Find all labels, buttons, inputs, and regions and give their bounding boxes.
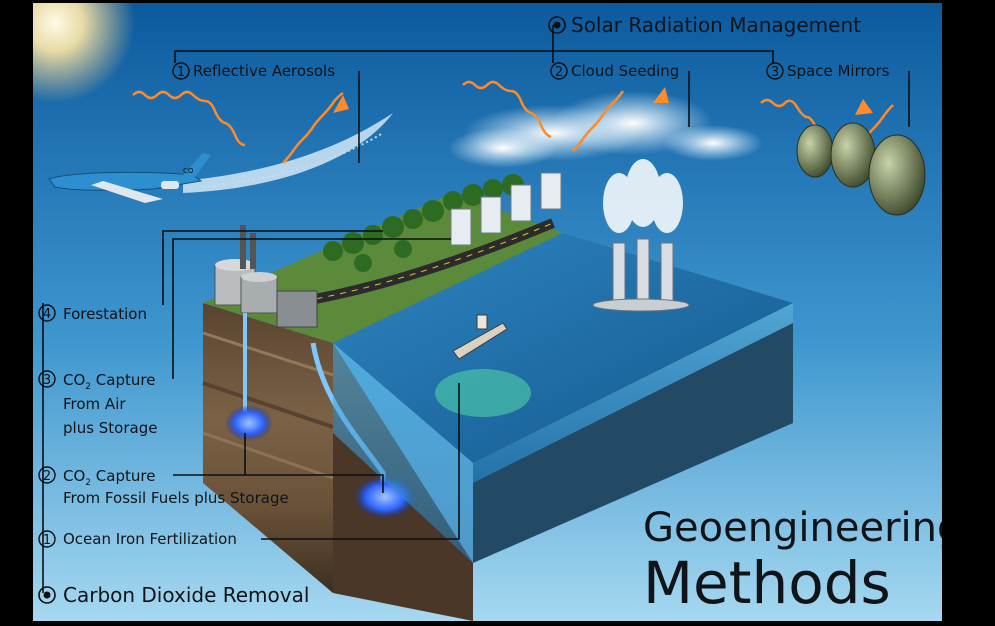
- ship: [452, 314, 508, 360]
- seeding-steam: [603, 159, 683, 233]
- space-mirrors: [796, 122, 926, 216]
- srm-method-2-number: 2: [555, 65, 563, 80]
- srm-method-3: 3 Space Mirrors: [766, 62, 890, 80]
- sun: [33, 3, 135, 103]
- title-line2: Methods: [643, 549, 891, 617]
- srm-method-1: 1 Reflective Aerosols: [172, 62, 335, 80]
- cloud-seeding-towers: [592, 238, 690, 312]
- airplane-tail-text: CO: [183, 167, 194, 175]
- cdr-method-3-line3: plus Storage: [63, 419, 157, 437]
- srm-method-1-number: 1: [177, 65, 185, 80]
- srm-method-2: 2 Cloud Seeding: [550, 62, 679, 80]
- srm-method-3-label: Space Mirrors: [787, 62, 890, 80]
- plankton-bloom: [435, 369, 531, 417]
- cdr-connectors: [42, 230, 460, 593]
- cdr-method-4-number: 4: [43, 307, 51, 322]
- cdr-method-3-line2: From Air: [63, 395, 126, 413]
- co2-storage-left: [225, 405, 273, 441]
- srm-connectors: [174, 25, 910, 163]
- cdr-header-text: Carbon Dioxide Removal: [63, 583, 309, 607]
- cdr-method-1-number: 1: [43, 533, 51, 548]
- aerosol-trail: [183, 113, 393, 193]
- cdr-method-2: 2 CO2 Capture From Fossil Fuels plus Sto…: [38, 466, 289, 507]
- cdr-method-2-number: 2: [43, 469, 51, 484]
- cdr-method-4: 4 Forestation: [38, 304, 147, 323]
- geoengineering-diagram: CO: [33, 3, 942, 621]
- power-plant: [214, 225, 318, 328]
- cdr-method-3: 3 CO2 Capture From Air plus Storage: [38, 370, 157, 437]
- landmass: [202, 172, 563, 621]
- srm-method-2-label: Cloud Seeding: [571, 62, 679, 80]
- airplane: CO: [48, 153, 211, 203]
- cdr-method-2-line1: CO2 Capture: [63, 467, 155, 488]
- srm-method-1-label: Reflective Aerosols: [193, 62, 335, 80]
- clouds: [448, 91, 763, 168]
- cdr-method-4-label: Forestation: [63, 305, 147, 323]
- cdr-method-2-line2: From Fossil Fuels plus Storage: [63, 489, 289, 507]
- cdr-method-3-number: 3: [43, 373, 51, 388]
- cdr-method-1-label: Ocean Iron Fertilization: [63, 530, 237, 548]
- srm-header-text: Solar Radiation Management: [571, 13, 861, 37]
- title-line1: Geoengineering: [643, 505, 942, 551]
- srm-method-3-number: 3: [771, 65, 779, 80]
- cdr-header: Carbon Dioxide Removal: [38, 583, 309, 607]
- sun-rays: [132, 80, 894, 164]
- cdr-method-1: 1 Ocean Iron Fertilization: [38, 530, 237, 548]
- srm-header: Solar Radiation Management: [548, 13, 861, 37]
- ocean: [333, 159, 793, 563]
- cdr-method-3-line1: CO2 Capture: [63, 371, 155, 392]
